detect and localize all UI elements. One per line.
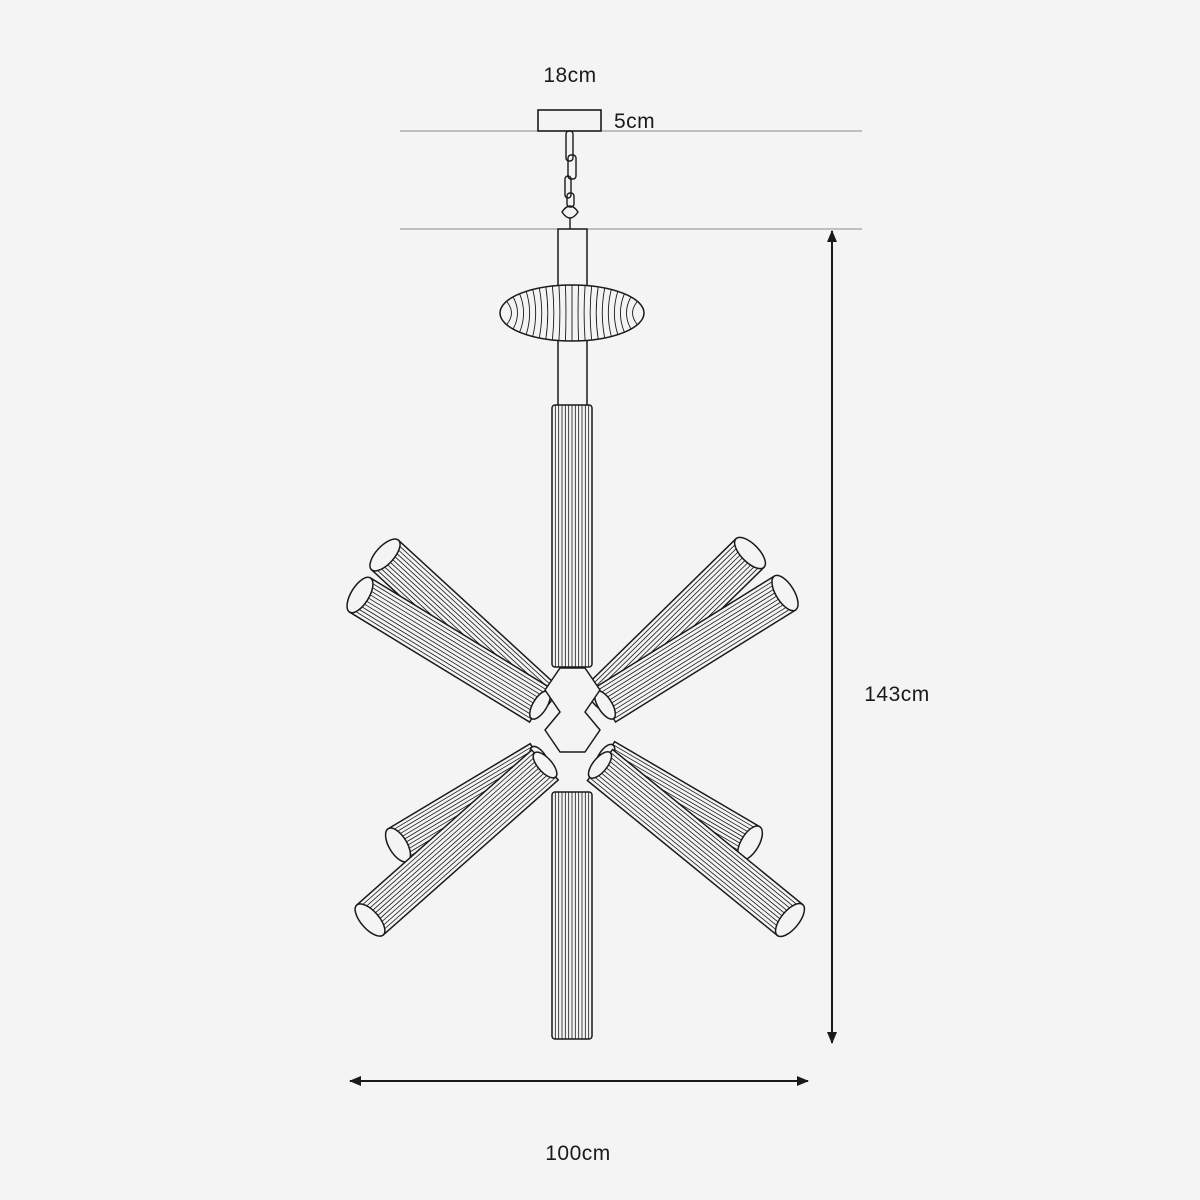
ribbed-decorative-bulb	[499, 284, 645, 342]
fixture-body	[346, 228, 806, 1040]
central-hub	[544, 667, 601, 753]
canopy-width-label: 18cm	[543, 64, 596, 87]
arm-upper-right-front	[593, 574, 799, 724]
light-arms	[346, 536, 806, 938]
lower-fluted-tube	[551, 791, 593, 1040]
arm-lower-left-front	[354, 748, 560, 937]
total-width-label: 100cm	[545, 1142, 611, 1165]
arm-lower-right-front	[586, 748, 806, 938]
canopy-height-label: 5cm	[614, 110, 655, 133]
upper-fluted-tube	[551, 404, 593, 668]
ceiling-canopy	[537, 109, 602, 132]
total-height-label: 143cm	[864, 683, 930, 706]
arm-upper-left-front	[346, 576, 552, 724]
suspension-chain	[561, 130, 579, 229]
